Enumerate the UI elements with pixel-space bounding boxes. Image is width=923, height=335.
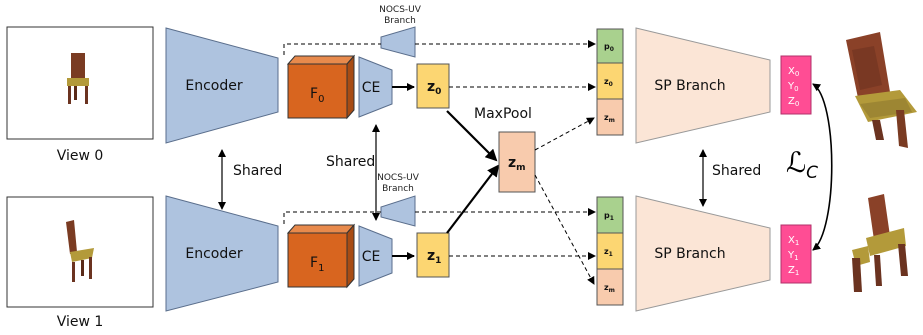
view-0-image <box>6 26 154 140</box>
loss-arrow <box>812 83 833 251</box>
view-0-label: View 0 <box>57 148 104 164</box>
chair-thumbnail-0 <box>67 53 89 104</box>
feature-cube-0: F0 <box>286 54 356 120</box>
ce-0-label: CE <box>362 80 381 96</box>
feature-1-label: F1 <box>310 255 324 274</box>
arrow-z1-zm <box>446 164 500 234</box>
ce-1-label: CE <box>362 249 381 265</box>
chair-thumbnail-1 <box>66 220 94 282</box>
latent-z0: z0 <box>416 63 450 109</box>
concat-1-cell-p: p1 <box>604 211 614 222</box>
view-1-label: View 1 <box>57 314 104 330</box>
output-1-x: X1 <box>788 235 799 247</box>
concat-0-cell-p: p0 <box>604 42 614 53</box>
dashed-zm-to-concat-0 <box>534 117 595 151</box>
output-0-x: X0 <box>788 66 799 78</box>
view-1-image <box>6 196 154 308</box>
sp-branch-1-label: SP Branch <box>654 246 725 262</box>
output-0-z: Z0 <box>788 96 799 108</box>
latent-z1: z1 <box>416 232 450 278</box>
shared-sp-label: Shared <box>712 163 761 179</box>
concat-1-cell-zm: zm <box>604 283 615 294</box>
dashed-zm-to-concat-1 <box>534 174 595 285</box>
ce-0: CE <box>358 56 393 118</box>
sp-branch-0: SP Branch <box>635 27 771 144</box>
nocs-branch-0-label-2: Branch <box>384 16 416 26</box>
sp-branch-0-label: SP Branch <box>654 78 725 94</box>
nocs-branch-1-label-2: Branch <box>382 184 414 194</box>
nocs-branch-0-label: NOCS-UV <box>379 5 422 15</box>
pooled-zm-label: zm <box>508 155 526 173</box>
output-0: X0 Y0 Z0 <box>780 55 812 115</box>
output-1: X1 Y1 Z1 <box>780 224 812 284</box>
nocs-branch-1-label: NOCS-UV <box>377 173 420 183</box>
encoder-1-label: Encoder <box>185 246 242 262</box>
concat-0-cell-zm: zm <box>604 113 615 124</box>
concat-stack-1: p1 z1 zm <box>596 196 624 306</box>
encoder-0-label: Encoder <box>185 78 242 94</box>
concat-1-cell-z: z1 <box>604 247 613 258</box>
latent-z1-label: z1 <box>427 248 441 266</box>
feature-0-label: F0 <box>310 86 324 105</box>
shared-encoder-label: Shared <box>233 163 282 179</box>
ce-1: CE <box>358 225 393 287</box>
reconstruction-1 <box>852 194 908 292</box>
maxpool-label: MaxPool <box>474 106 532 122</box>
dashed-encoder-1-to-p1 <box>283 211 381 224</box>
concat-0-cell-z: z0 <box>604 77 613 88</box>
output-1-z: Z1 <box>788 265 799 277</box>
output-1-y: Y1 <box>787 250 799 262</box>
loss-label: ℒC <box>786 146 818 183</box>
encoder-0: Encoder <box>165 27 279 144</box>
output-0-y: Y0 <box>787 81 799 93</box>
pooled-zm: zm <box>498 131 536 193</box>
shared-ce-label: Shared <box>326 154 375 170</box>
feature-cube-1: F1 <box>286 223 356 289</box>
arrow-z0-zm <box>446 110 498 162</box>
reconstruction-0 <box>846 32 917 148</box>
latent-z0-label: z0 <box>427 79 441 97</box>
sp-branch-1: SP Branch <box>635 195 771 312</box>
nocs-branch-1 <box>380 195 416 227</box>
concat-stack-0: p0 z0 zm <box>596 28 624 136</box>
dashed-encoder-0-to-p0 <box>283 43 381 55</box>
nocs-branch-0 <box>380 26 416 58</box>
encoder-1: Encoder <box>165 195 279 312</box>
